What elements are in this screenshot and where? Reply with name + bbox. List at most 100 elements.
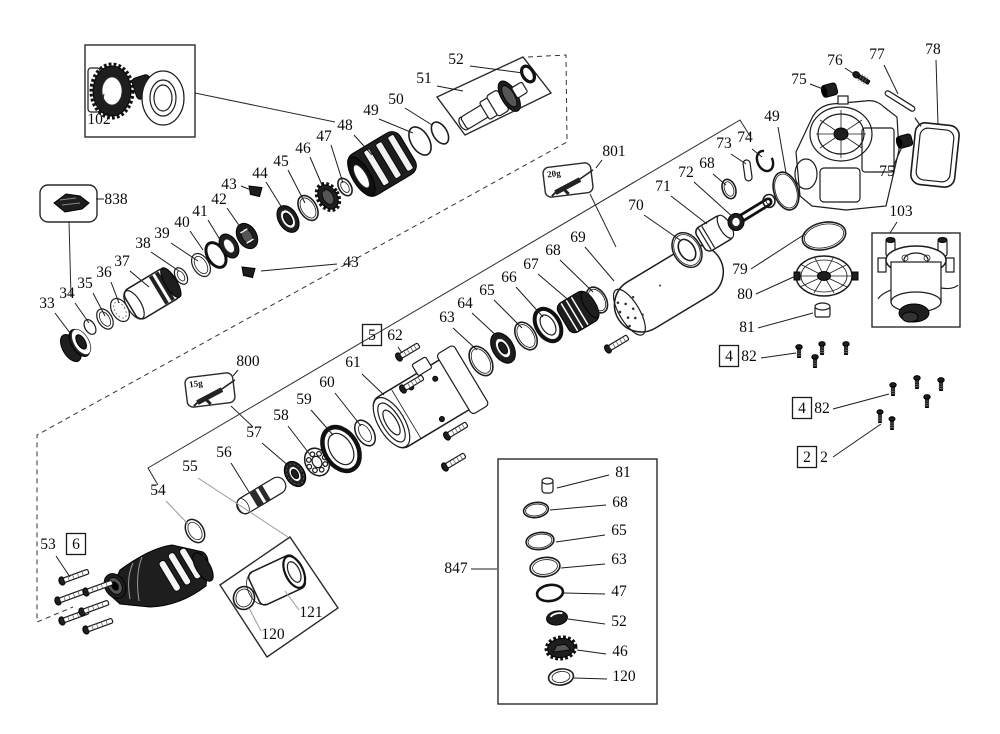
qty-box-5 [361,323,383,347]
callout-63: 63 [611,551,627,568]
leader-line-77 [883,64,899,95]
kit-120-oring [547,668,575,686]
callout-67: 67 [523,256,539,273]
leader-line-120 [248,607,262,632]
leader-line-67 [537,273,573,304]
part-43-wedge [248,185,263,198]
box-847 [497,458,658,705]
connector-lines [68,92,617,428]
front-spindle-parts [60,64,537,363]
part-54-oring [184,518,206,544]
leader-line-65 [493,299,523,329]
callout-60: 60 [319,374,335,391]
callout-800: 800 [236,353,260,370]
callout-44: 44 [252,165,268,182]
callout-53: 53 [40,536,56,553]
leader-line-54 [165,500,189,525]
callout-42: 42 [211,191,227,208]
callout-70: 70 [628,197,644,214]
callout-40: 40 [174,214,190,231]
callout-49: 49 [764,108,780,125]
part-51-crankshaft [458,80,528,131]
leader-line-76 [844,67,858,77]
callout-838: 838 [104,191,128,208]
part-103-motor [877,237,959,323]
leader-line-80 [755,273,801,295]
kit-68-oring [522,501,550,519]
leader-line-70 [643,214,681,241]
leader-line-59 [310,409,334,436]
grease-801-qty: 20g [547,168,562,180]
part-70-ring [671,231,703,269]
leader-line-81 [556,474,610,489]
leader-line-64 [471,312,501,340]
callout-73: 73 [716,135,732,152]
part-79-oring [801,221,847,251]
leader-line-78 [935,59,939,125]
callout-71: 71 [655,178,671,195]
part-102-clutch-kit [87,62,185,126]
leader-line-47 [330,144,344,184]
callout-47: 47 [316,128,332,145]
leader-line-82 [760,352,797,359]
screws-82-group-a [795,341,850,368]
callout-43: 43 [343,254,359,271]
callout-layer: 1028383334353637383940414243444546474849… [39,41,941,685]
part-75-plug [820,82,839,98]
kit-81-cap [541,477,554,494]
leader-line-69 [584,246,615,282]
callout-80: 80 [737,286,753,303]
leader-line-44 [265,181,285,212]
part-72-connecting-rod [727,193,776,231]
leader-line-60 [334,392,362,427]
part-47 [337,177,353,197]
callout-81: 81 [615,464,631,481]
callout-76: 76 [827,52,843,69]
leader-line-75 [809,83,824,90]
part-81-cap [814,302,831,318]
leader-line-41 [207,219,223,244]
part-71-piston [695,214,735,252]
grease-800-qty: 15g [189,378,204,390]
callout-78: 78 [925,41,941,58]
leader-line-52 [469,65,524,74]
callout-65: 65 [611,522,627,539]
callout-51: 51 [416,70,432,87]
leader-line-79 [750,233,806,270]
callout-5: 5 [368,327,376,344]
box-103 [871,232,961,328]
callout-102: 102 [87,111,110,128]
callout-52: 52 [448,51,464,68]
part-66 [532,306,564,344]
qty-box-4 [718,344,740,368]
leader-line-2 [832,423,882,458]
callout-2: 2 [803,449,811,466]
part-63 [468,345,494,377]
leader-line-35 [92,292,106,317]
callout-59: 59 [296,391,312,408]
callout-50: 50 [388,91,404,108]
callout-75: 75 [791,71,807,88]
grease-tube-801: 20g [542,162,594,198]
callout-2: 2 [820,449,828,466]
callout-82: 82 [741,348,757,365]
leader-line-121 [284,590,300,611]
part-57 [283,460,307,488]
callout-62: 62 [387,327,403,344]
leader-line-43 [260,263,338,272]
leader-line-72 [693,181,735,219]
leader-line-82 [832,393,890,410]
kit-65-oring [525,531,555,551]
leader-line-46 [309,156,326,193]
part-69-cylinder [612,244,725,336]
part-60-washer [353,419,377,447]
part-64 [490,332,516,364]
callout-37: 37 [114,253,130,270]
leader-line-50 [404,107,433,126]
leader-line-71 [670,195,708,225]
leader-line-74 [751,148,763,158]
spindle-parts [236,345,489,515]
kit-63-oring [529,556,561,578]
callout-77: 77 [869,46,885,63]
cylinder-assembly-parts [468,149,800,377]
